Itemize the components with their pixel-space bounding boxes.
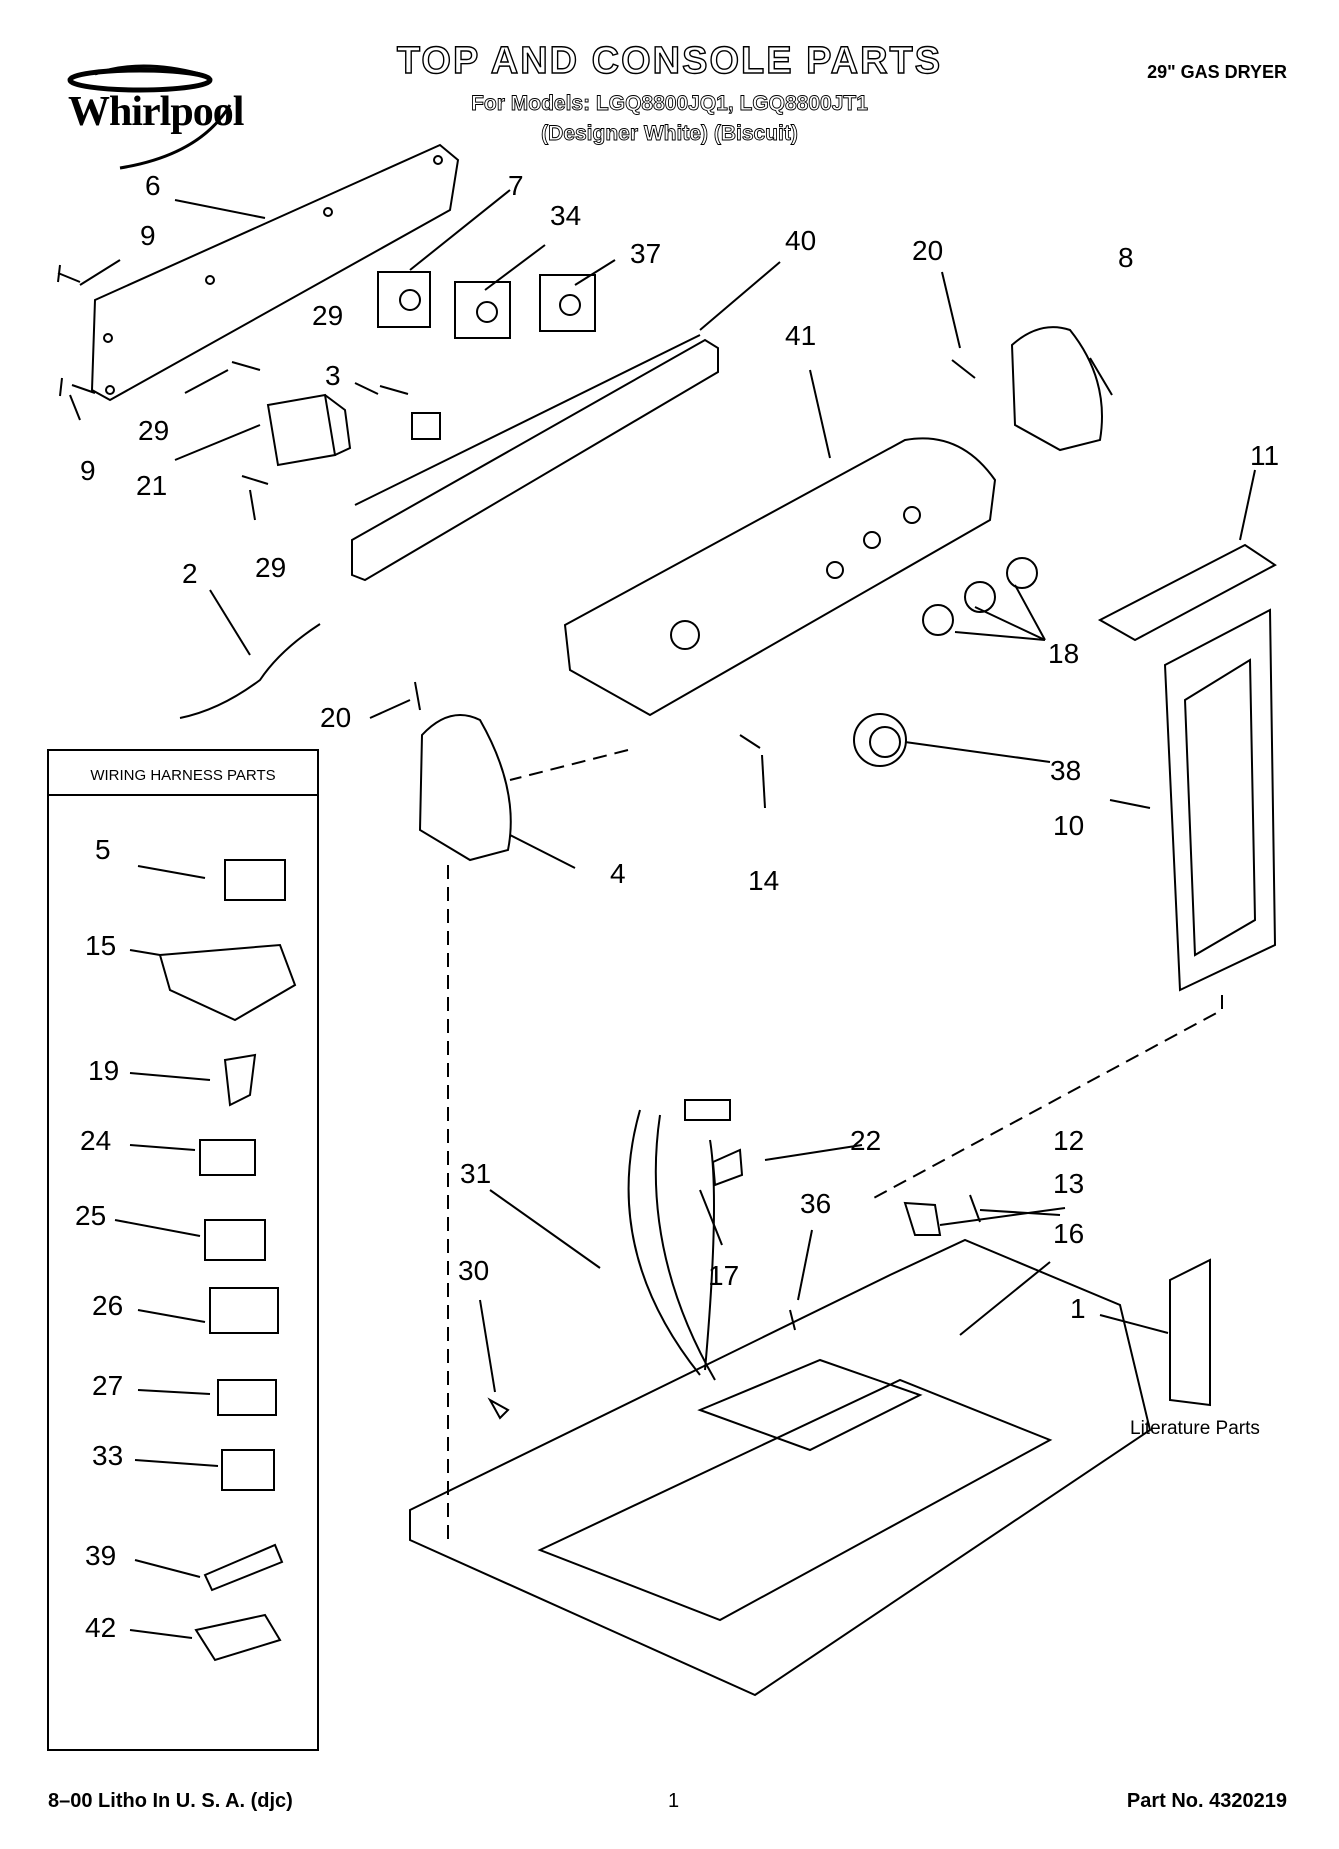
footer-litho: 8–00 Litho In U. S. A. (djc) xyxy=(48,1790,293,1812)
callout-26: 26 xyxy=(92,1290,124,1321)
console-panel-part xyxy=(563,437,997,717)
wiring-harness-box xyxy=(47,749,319,1751)
literature-parts-label: Literature Parts xyxy=(1130,1418,1260,1439)
footer-page-number: 1 xyxy=(668,1790,680,1812)
callout-9-bottom: 9 xyxy=(80,455,96,486)
callout-42: 42 xyxy=(85,1612,117,1643)
callout-27: 27 xyxy=(92,1370,124,1401)
callout-36: 36 xyxy=(800,1188,832,1219)
end-cap-left-part xyxy=(418,714,512,862)
callout-33: 33 xyxy=(92,1440,124,1471)
callout-29-mid: 29 xyxy=(312,300,344,331)
callout-11: 11 xyxy=(1250,440,1280,471)
callout-7: 7 xyxy=(508,170,524,201)
callout-29-left: 29 xyxy=(138,415,170,446)
lint-filter-part xyxy=(1163,608,1277,992)
top-panel-part xyxy=(409,1238,1152,1697)
callout-14: 14 xyxy=(748,865,780,896)
callout-18: 18 xyxy=(1048,638,1080,669)
callout-9-top: 9 xyxy=(140,220,156,251)
callout-16: 16 xyxy=(1053,1218,1085,1249)
callout-39: 39 xyxy=(85,1540,117,1571)
callout-15: 15 xyxy=(85,930,117,961)
page-title: TOP AND CONSOLE PARTS xyxy=(396,39,943,82)
callout-34: 34 xyxy=(550,200,582,231)
models-line: For Models: LGQ8800JQ1, LGQ8800JT1 xyxy=(471,92,869,116)
callout-3: 3 xyxy=(325,360,341,391)
callout-37: 37 xyxy=(630,238,662,269)
callout-38: 38 xyxy=(1050,755,1082,786)
callout-30: 30 xyxy=(458,1255,490,1286)
console-bracket-part xyxy=(351,338,719,582)
callout-1: 1 xyxy=(1070,1293,1086,1324)
callout-41: 41 xyxy=(785,320,817,351)
callout-31: 31 xyxy=(460,1158,492,1189)
footer-part-number: Part No. 4320219 xyxy=(1126,1790,1287,1812)
product-type: 29" GAS DRYER xyxy=(1147,62,1287,82)
literature-booklet xyxy=(1169,1258,1211,1407)
callout-29-low: 29 xyxy=(255,552,287,583)
callout-12: 12 xyxy=(1053,1125,1085,1156)
callout-8: 8 xyxy=(1118,242,1134,273)
callout-10: 10 xyxy=(1053,810,1085,841)
callout-6: 6 xyxy=(145,170,161,201)
end-cap-right-part xyxy=(1010,326,1103,452)
callout-24: 24 xyxy=(80,1125,112,1156)
callout-5: 5 xyxy=(95,834,111,865)
callout-20-left: 20 xyxy=(320,702,352,733)
callout-25: 25 xyxy=(75,1200,107,1231)
callout-4: 4 xyxy=(610,858,626,889)
filter-lid-part xyxy=(1097,543,1277,642)
callout-2: 2 xyxy=(182,558,198,589)
callout-19: 19 xyxy=(88,1055,120,1086)
callout-22: 22 xyxy=(850,1125,882,1156)
brand-name: Whirlpool xyxy=(68,89,244,135)
whirlpool-swirl-icon xyxy=(67,64,232,170)
whirlpool-logo xyxy=(40,60,280,170)
wiring-box-title: WIRING HARNESS PARTS xyxy=(90,767,276,784)
callout-21: 21 xyxy=(136,470,168,501)
callout-13: 13 xyxy=(1053,1168,1085,1199)
callout-20-right: 20 xyxy=(912,235,944,266)
callout-40: 40 xyxy=(785,225,817,256)
rear-panel-part xyxy=(90,143,460,402)
callout-17: 17 xyxy=(708,1260,740,1291)
colors-line: (Designer White) (Biscuit) xyxy=(541,122,799,146)
